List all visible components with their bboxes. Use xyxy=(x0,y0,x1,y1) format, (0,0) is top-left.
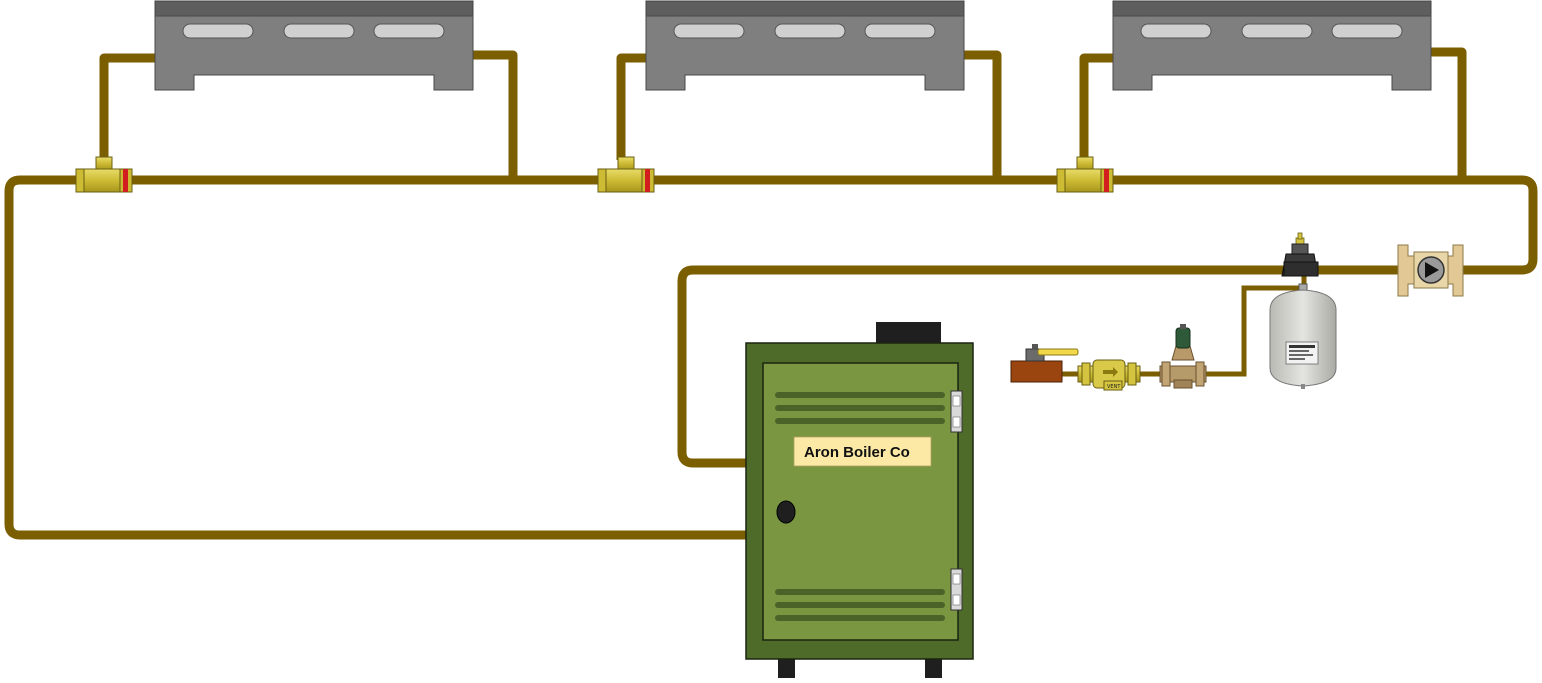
door-knob-icon xyxy=(776,500,796,524)
boiler: Aron Boiler Co xyxy=(745,322,974,678)
boiler-nameplate-text: Aron Boiler Co xyxy=(804,444,910,461)
baseboard-2-return-riser xyxy=(962,50,1002,180)
svg-text:VENT: VENT xyxy=(1107,384,1121,390)
baseboard-1-return-riser xyxy=(472,50,518,180)
ball-valve-icon xyxy=(1010,344,1079,383)
boiler-nameplate xyxy=(793,436,932,467)
baseboard-1-supply-riser xyxy=(99,53,155,160)
piping xyxy=(4,47,1538,540)
expansion-tank-icon xyxy=(1269,283,1337,389)
circulator-pump-icon xyxy=(1397,244,1464,297)
hinge-icon xyxy=(950,390,963,433)
main-supply-pipe xyxy=(4,175,1538,540)
baseboard-3-supply-riser xyxy=(1079,53,1113,160)
baseboard-heater-3 xyxy=(1112,0,1432,91)
backflow-preventer-icon: VENT xyxy=(1077,359,1141,391)
air-vent-icon xyxy=(1281,232,1319,277)
monoflo-tee-icon xyxy=(597,156,655,193)
boiler-bottom-louvers xyxy=(775,589,945,621)
pressure-reducing-valve-icon xyxy=(1159,324,1207,389)
hinge-icon xyxy=(950,568,963,611)
monoflo-tee-icon xyxy=(75,156,133,193)
baseboard-heater-1 xyxy=(154,0,474,91)
monoflo-tee-icon xyxy=(1056,156,1114,193)
baseboard-heater-2 xyxy=(645,0,965,91)
boiler-top-louvers xyxy=(775,392,945,424)
baseboard-2-supply-riser xyxy=(616,53,646,160)
baseboard-3-return-riser xyxy=(1429,47,1467,180)
